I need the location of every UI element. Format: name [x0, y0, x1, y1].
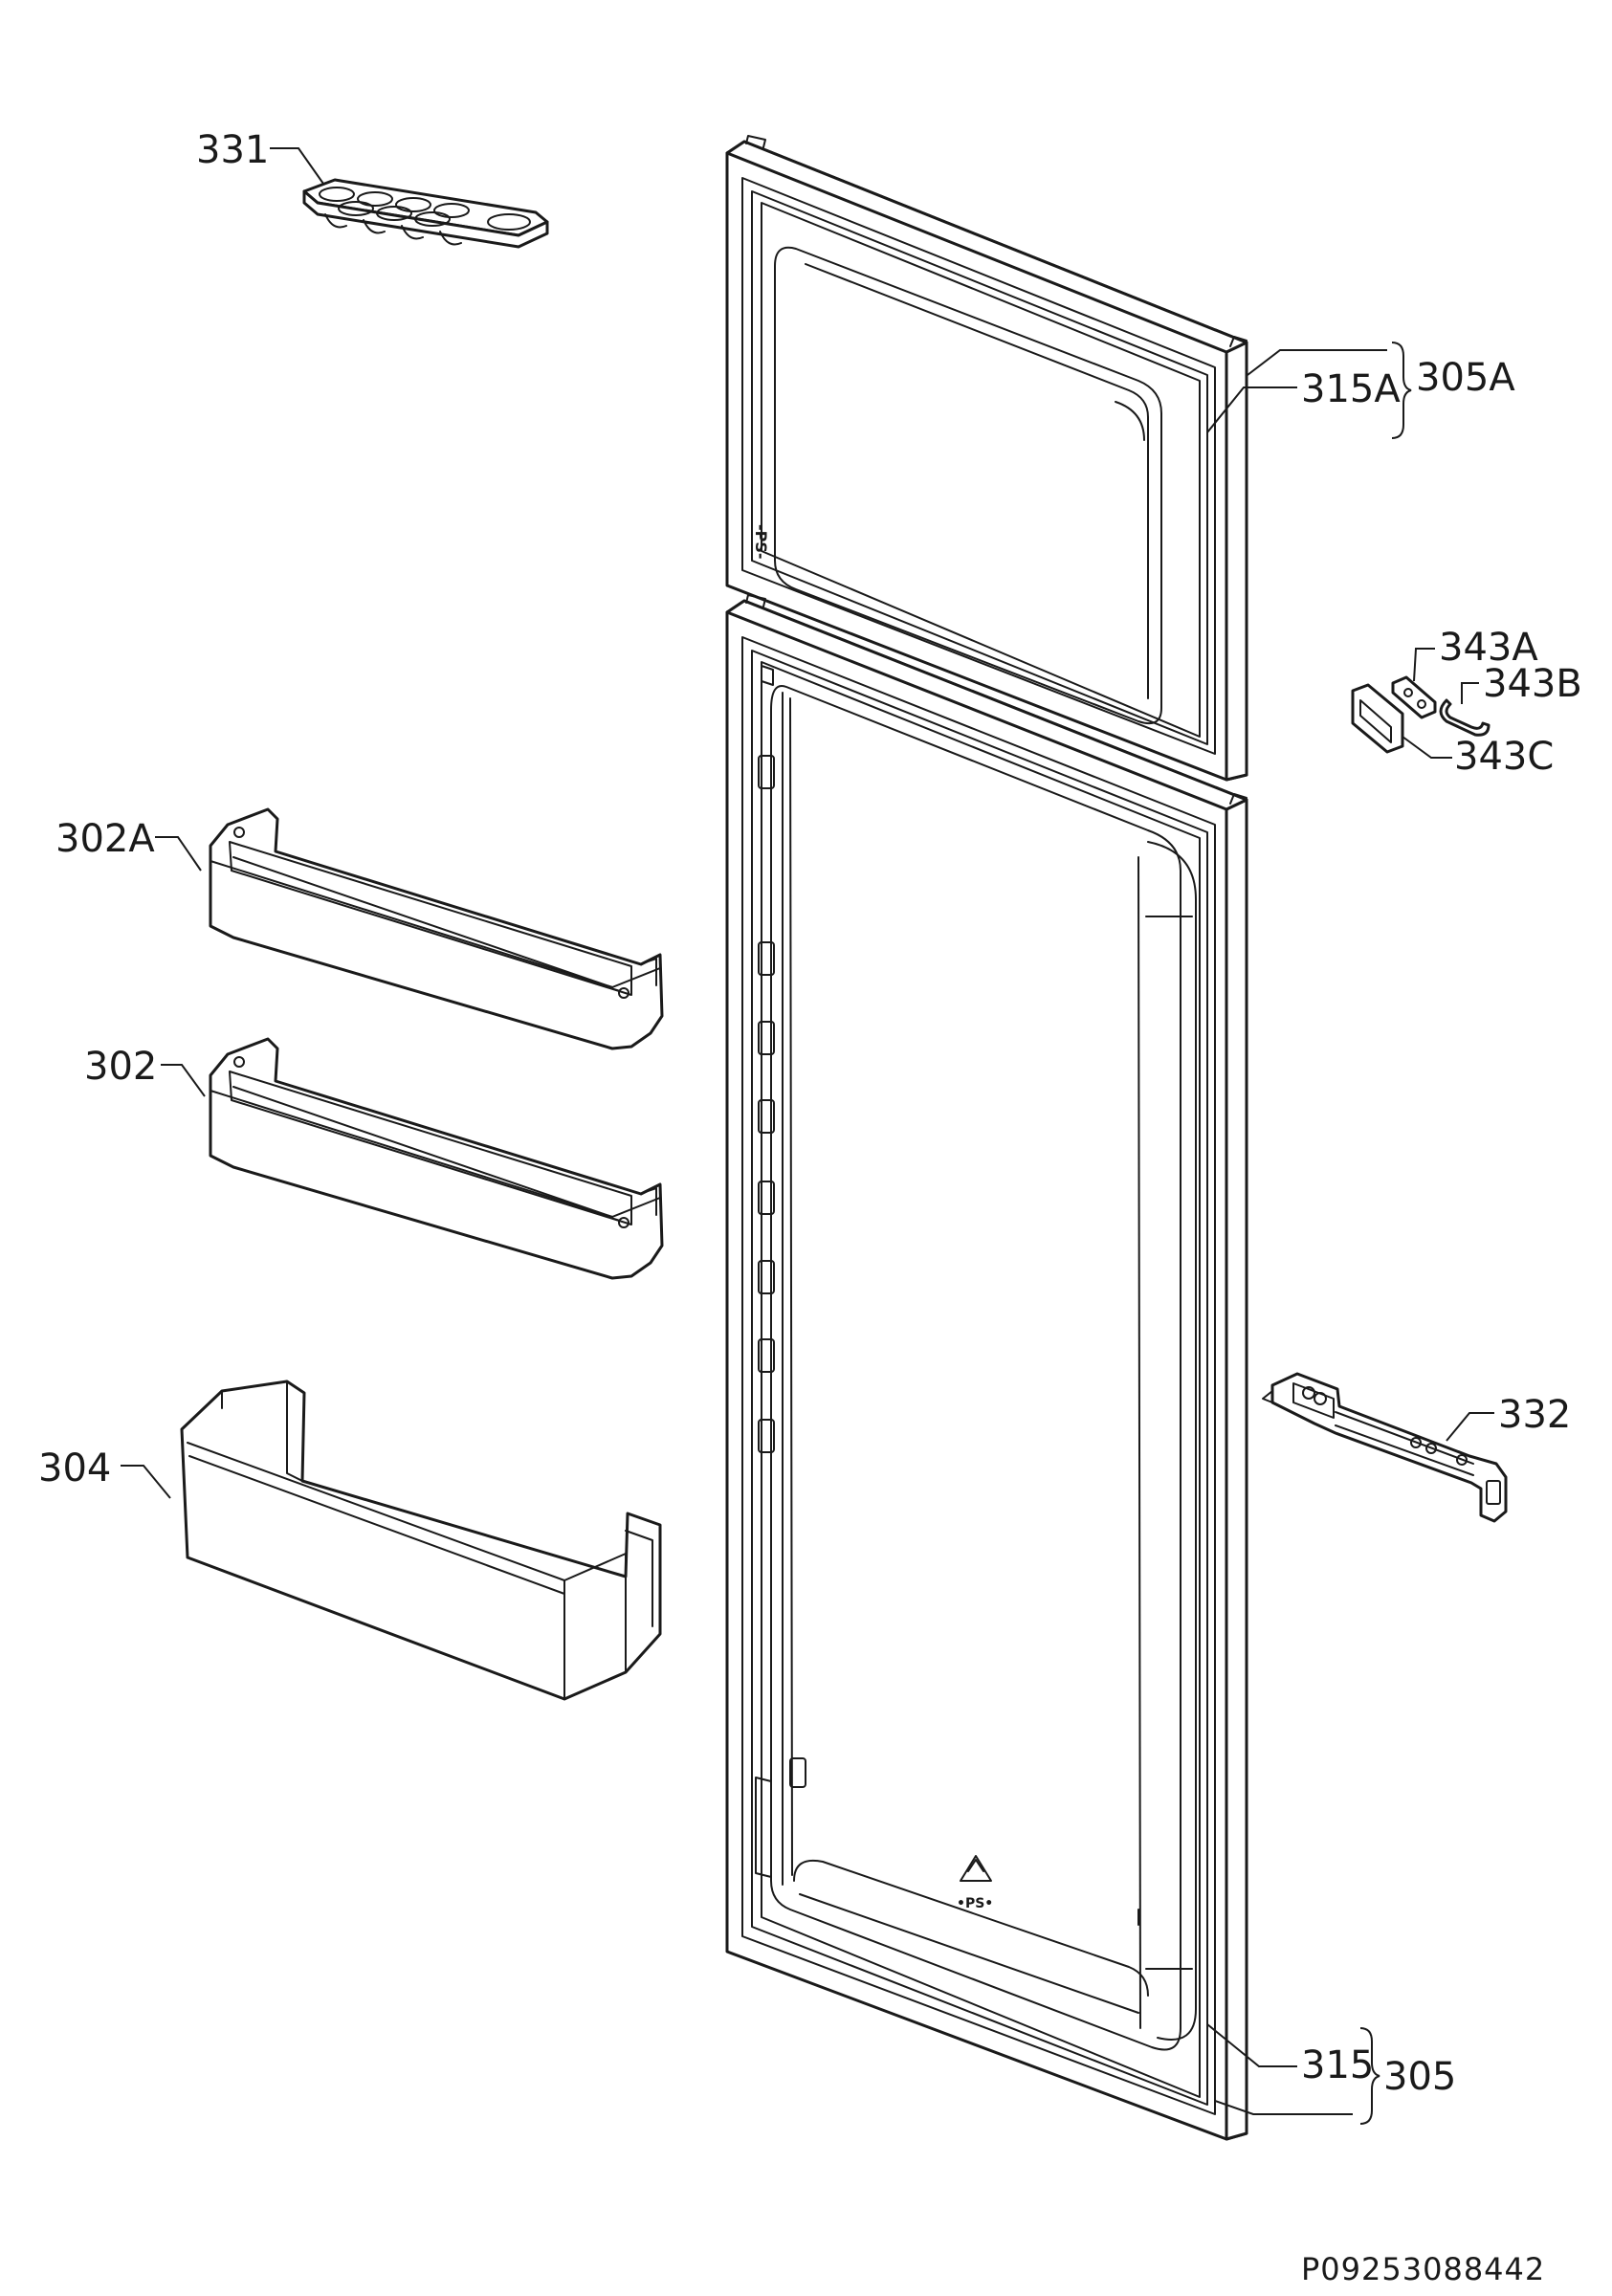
label-343c: 343C: [1454, 735, 1554, 779]
freezer-door-part: -PS-: [725, 135, 1248, 782]
egg-tray-part: [302, 178, 549, 249]
leader-343b: [1461, 682, 1479, 704]
label-305: 305: [1383, 2055, 1456, 2099]
label-302a: 302A: [55, 817, 155, 861]
label-315: 315: [1301, 2043, 1374, 2087]
leader-343c: [1402, 736, 1452, 759]
label-331: 331: [196, 128, 269, 172]
label-332: 332: [1498, 1393, 1571, 1437]
label-315a: 315A: [1301, 367, 1401, 411]
leader-305: [1214, 2100, 1353, 2115]
label-343a: 343A: [1439, 626, 1538, 670]
fridge-door-part: •PS•: [725, 594, 1248, 2141]
label-305a: 305A: [1416, 356, 1515, 400]
fridge-material-mark: •PS•: [957, 1896, 993, 1911]
hinge-bar-332-part: [1262, 1372, 1508, 1523]
door-shelf-302a-part: [209, 807, 664, 1050]
leader-343a: [1413, 648, 1435, 682]
leader-305a: [1247, 349, 1387, 376]
door-shelf-302-part: [209, 1037, 664, 1280]
drawing-code: P09253088442: [1301, 2251, 1545, 2287]
label-304: 304: [38, 1446, 111, 1490]
leader-315a: [1206, 386, 1297, 433]
label-302: 302: [84, 1045, 157, 1089]
leader-304: [121, 1465, 171, 1499]
leader-302a: [155, 836, 202, 872]
door-bin-304-part: [180, 1380, 662, 1701]
brace-305: [1359, 2027, 1380, 2125]
hinge-hardware-part: [1351, 675, 1491, 754]
brace-305a: [1391, 342, 1412, 439]
label-343b: 343B: [1483, 662, 1582, 706]
freezer-material-mark: -PS-: [752, 524, 770, 560]
leader-315: [1206, 2023, 1297, 2067]
leader-302: [161, 1064, 206, 1097]
leader-331: [270, 147, 324, 185]
leader-332: [1446, 1412, 1494, 1442]
